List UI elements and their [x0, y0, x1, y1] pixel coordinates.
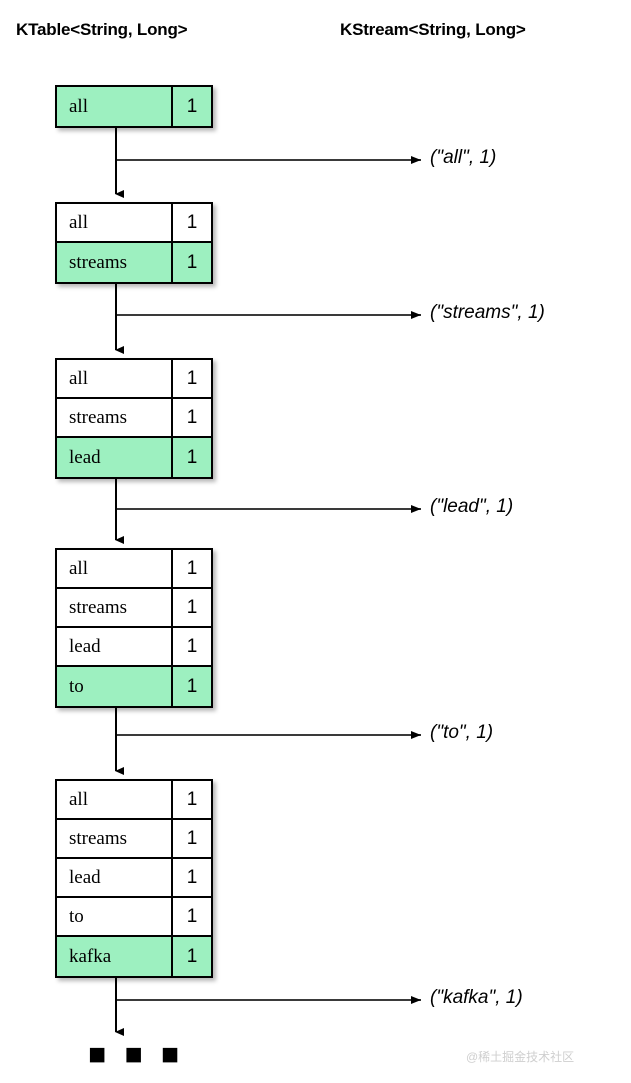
table-cell-key: streams — [57, 243, 173, 282]
table-cell-key: all — [57, 550, 173, 587]
table-cell-key: all — [57, 87, 173, 126]
table-cell-value: 1 — [186, 368, 198, 389]
table-cell-key: kafka — [57, 937, 173, 976]
table-row: lead 1 — [57, 438, 211, 477]
ktable-column-header: KTable<String, Long> — [16, 20, 188, 39]
table-cell-key: lead — [57, 628, 173, 665]
table-cell-key: all — [57, 204, 173, 241]
table-cell-key: to — [57, 667, 173, 706]
stream-record-kafka: ("kafka", 1) — [430, 987, 523, 1008]
flow-segment-1 — [115, 124, 421, 198]
table-cell-value: 1 — [186, 558, 198, 579]
table-cell-value: 1 — [186, 946, 198, 967]
table-row: all 1 — [57, 87, 211, 126]
table-cell-value: 1 — [186, 96, 198, 117]
table-cell-key: lead — [57, 438, 173, 477]
table-row: all 1 — [57, 550, 211, 589]
table-cell-key: streams — [57, 589, 173, 626]
ktable-step-2: all 1 streams 1 — [55, 202, 213, 284]
table-cell-key: streams — [57, 399, 173, 436]
table-row: streams 1 — [57, 243, 211, 282]
table-cell-value: 1 — [186, 407, 198, 428]
table-cell-value: 1 — [186, 828, 198, 849]
flow-segment-5 — [115, 973, 421, 1036]
table-cell-value: 1 — [186, 636, 198, 657]
table-cell-value: 1 — [186, 252, 198, 273]
table-cell-value: 1 — [186, 597, 198, 618]
table-row: streams 1 — [57, 589, 211, 628]
flow-segment-3 — [115, 476, 421, 544]
continuation-ellipsis: ■ ■ ■ — [88, 1038, 185, 1071]
table-row: streams 1 — [57, 399, 211, 438]
table-cell-value: 1 — [186, 867, 198, 888]
table-row: all 1 — [57, 204, 211, 243]
ktable-step-4: all 1 streams 1 lead 1 to 1 — [55, 548, 213, 708]
flow-segment-4 — [115, 705, 421, 775]
stream-record-to: ("to", 1) — [430, 722, 494, 743]
table-row: to 1 — [57, 667, 211, 706]
table-cell-value: 1 — [186, 789, 198, 810]
table-cell-key: all — [57, 360, 173, 397]
table-row: lead 1 — [57, 628, 211, 667]
stream-record-streams: ("streams", 1) — [430, 302, 545, 323]
stream-record-lead: ("lead", 1) — [430, 496, 514, 517]
table-row: to 1 — [57, 898, 211, 937]
table-row: all 1 — [57, 360, 211, 399]
ktable-step-5: all 1 streams 1 lead 1 to 1 kafka 1 — [55, 779, 213, 978]
table-row: kafka 1 — [57, 937, 211, 976]
table-row: all 1 — [57, 781, 211, 820]
stream-record-all: ("all", 1) — [430, 147, 497, 168]
ktable-step-3: all 1 streams 1 lead 1 — [55, 358, 213, 479]
table-cell-key: to — [57, 898, 173, 935]
table-cell-key: all — [57, 781, 173, 818]
table-cell-key: lead — [57, 859, 173, 896]
kstream-column-header: KStream<String, Long> — [340, 20, 526, 39]
table-row: lead 1 — [57, 859, 211, 898]
watermark-label: @稀土掘金技术社区 — [466, 1050, 575, 1064]
flow-segment-2 — [115, 281, 421, 354]
table-cell-value: 1 — [186, 447, 198, 468]
table-cell-value: 1 — [186, 212, 198, 233]
table-row: streams 1 — [57, 820, 211, 859]
ktable-step-1: all 1 — [55, 85, 213, 128]
table-cell-key: streams — [57, 820, 173, 857]
table-cell-value: 1 — [186, 676, 198, 697]
table-cell-value: 1 — [186, 906, 198, 927]
